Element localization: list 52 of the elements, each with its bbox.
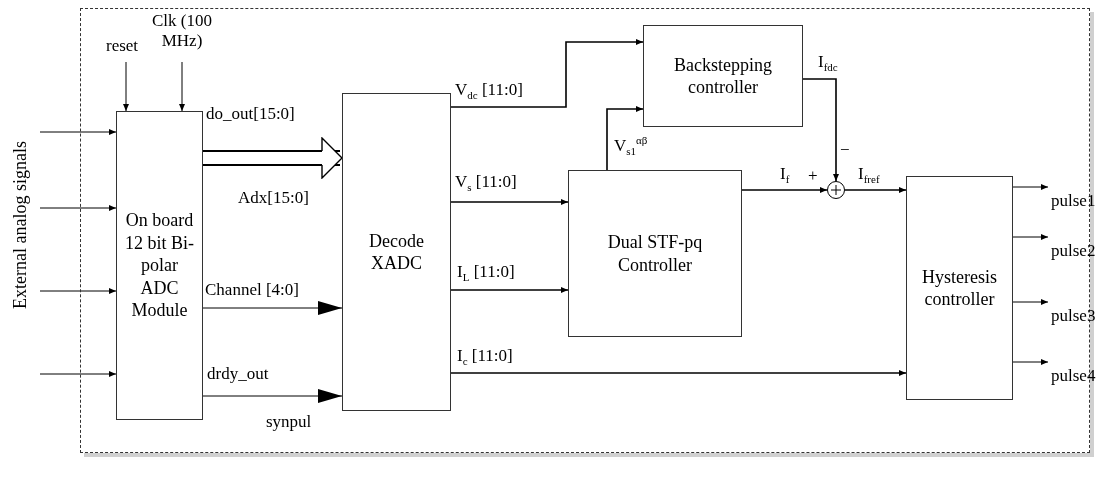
edge-label: do_out[15:0]: [206, 104, 295, 125]
edge-label: I$_{fdc}$: [818, 52, 838, 75]
arrow: [802, 78, 839, 182]
summing-junction: [827, 181, 845, 199]
side-label: External analog signals: [9, 141, 31, 309]
block-box: [906, 176, 1013, 400]
edge-label: I$_{fref}$: [858, 164, 880, 187]
sign-label: −: [840, 140, 850, 161]
edge-label: I$_{c}$ [11:0]: [457, 346, 513, 369]
block-label: Backstepping controller: [673, 53, 773, 99]
edge-label: V$_{s}$ [11:0]: [455, 172, 517, 195]
edge-label: V$_{dc}$ [11:0]: [455, 80, 523, 103]
arrow: [450, 287, 569, 293]
edge-label: pulse4: [1051, 366, 1096, 387]
edge-label: Channel [4:0]: [205, 280, 299, 301]
edge-label: Clk (100 MHz): [151, 11, 213, 52]
block-box: [568, 170, 742, 337]
block-label: Hysteresis controller: [921, 265, 998, 311]
block-label: Dual STF-pq Controller: [606, 231, 704, 276]
arrow: [844, 187, 907, 193]
arrow: [1012, 184, 1049, 190]
arrow: [39, 288, 117, 294]
edge-label: pulse2: [1051, 241, 1096, 262]
edge-label: pulse3: [1051, 306, 1096, 327]
arrow: [179, 61, 185, 112]
block-box: [643, 25, 803, 127]
block-box: [342, 93, 451, 411]
sign-label: +: [808, 166, 818, 187]
block-box: [116, 111, 203, 420]
block-label: Decode XADC: [368, 229, 425, 275]
arrow: [1012, 234, 1049, 240]
edge-label: reset: [106, 36, 139, 57]
arrow: [39, 371, 117, 377]
edge-label: I$_{f}$: [780, 164, 790, 187]
arrow: [1012, 359, 1049, 365]
arrow: [202, 389, 343, 403]
signal-label: synpul: [266, 412, 312, 433]
edge-label: drdy_out: [207, 364, 269, 385]
arrow: [123, 61, 129, 112]
signal-label: Adx[15:0]: [238, 188, 309, 209]
edge-label: I$_{L}$ [11:0]: [457, 262, 515, 285]
arrow: [450, 199, 569, 205]
arrow: [450, 39, 644, 108]
arrow: [202, 301, 343, 315]
arrow: [450, 370, 907, 376]
arrow: [39, 205, 117, 211]
block-label: On board 12 bit Bi-polar ADC Module: [124, 209, 195, 322]
arrow: [1012, 299, 1049, 305]
arrow: [39, 129, 117, 135]
arrow: [741, 187, 828, 193]
edge-label: pulse1: [1051, 191, 1096, 212]
arrow: [606, 106, 644, 171]
